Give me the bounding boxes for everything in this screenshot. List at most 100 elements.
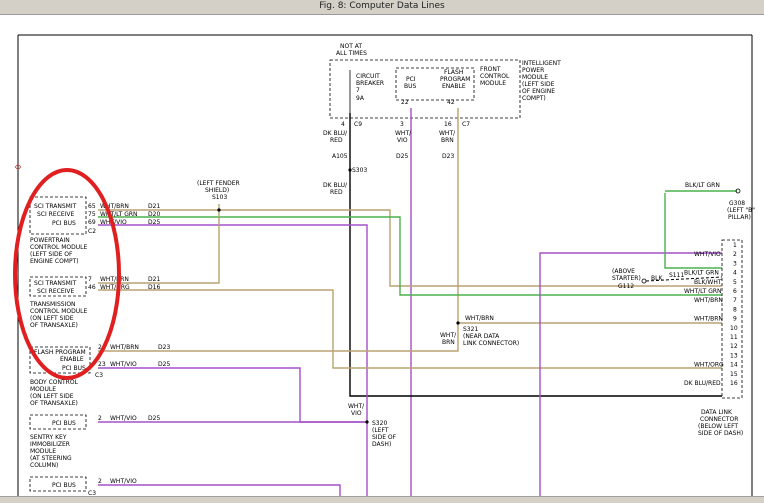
ipm-pin-4: 4 [341,121,345,128]
s320-wire-2: VIO [351,410,362,417]
bcm-code-1: D25 [158,361,170,368]
flash-label-2: PROGRAM [440,76,470,83]
pcm-name-2: CONTROL MODULE [30,244,87,251]
pcm-sci-transmit: SCI TRANSMIT [34,203,77,210]
bcm-code-0: D23 [158,344,170,351]
highlight-ellipse [13,168,121,380]
bcm-name-1: BODY CONTROL [30,379,79,386]
pcm-wire-1: WHT/LT GRN [100,211,138,218]
ipm-title-1: INTELLIGENT [522,60,561,67]
pci-label-1: PCI [406,76,416,83]
skim-name-4: (AT STEERING [30,455,72,462]
ipm-conn-c9: C9 [354,121,362,128]
s321-desc-2: LINK CONNECTOR) [463,340,519,347]
dlc-wire-4: BLK/LT GRN [684,270,719,277]
bcm-name-2: MODULE [30,386,56,393]
window-title: Fig. 8: Computer Data Lines [319,1,445,11]
pcm-pin-69: 69 [88,219,96,226]
ipm-d23-label: D23 [442,153,454,160]
g308-desc-2: PILLAR) [728,214,751,221]
wire-s103-tcm [98,204,220,284]
wht-vio-2: VIO [397,137,408,144]
a105-label: A105 [332,153,348,160]
wire-bcm-pci [98,367,367,423]
dlc-pin-1: 1 [733,242,737,249]
s103-splice [217,208,221,212]
front-label-2: CONTROL [480,73,510,80]
s321-splice [456,321,460,325]
wire-dlc4-ground [664,193,722,269]
g112-desc-2: STARTER) [612,275,641,282]
tcm-name-4: OF TRANSAXLE) [30,322,78,329]
dlc-pin-16: 16 [730,380,738,387]
s321-label: S321 [463,326,478,333]
pcm-name-3: (LEFT SIDE OF [30,251,73,258]
pcm-name-1: POWERTRAIN [30,237,70,244]
tcm-name-2: CONTROL MODULE [30,308,87,315]
ipm-pin-16: 16 [444,121,452,128]
sentry-key-immobilizer-module: PCI BUS 2 WHT/VIO D25 SENTRY KEY IMMOBIL… [29,414,160,469]
dlc-name-3: (BELOW LEFT [698,423,738,430]
s111-label: S111 [669,272,684,279]
skim-wire: WHT/VIO [110,415,137,422]
g112-desc-1: (ABOVE [612,268,635,275]
not-at-all-times-1: NOT AT [340,43,362,50]
front-label-3: MODULE [480,80,506,87]
ipm-d25-label: D25 [396,153,408,160]
dlc-pin-12: 12 [730,343,738,350]
dk-blu-red-4: RED [330,189,343,196]
dlc-pin-5: 5 [733,279,737,286]
flash-label-3: ENABLE [442,83,466,90]
s320-splice [365,420,369,424]
s320-label: S320 [372,420,387,427]
bcm-flash-2: ENABLE [60,356,84,363]
bottom-pin: 2 [98,478,102,485]
powertrain-control-module: SCI TRANSMIT SCI RECEIVE PCI BUS C2 POWE… [29,196,96,265]
bcm-name-4: OF TRANSAXLE) [30,400,78,407]
pcm-wire-0: WHT/BRN [100,203,129,210]
ipm-title-6: COMPT) [522,95,546,102]
g308-ground-icon [735,188,741,194]
dlc-pin-3: 3 [733,260,737,267]
wire-pcm-sci-transmit [98,209,722,287]
dlc-wire-2: WHT/VIO [694,251,721,258]
ipm-pin-42: 42 [447,99,455,106]
pcm-c2: C2 [88,228,96,235]
dlc-pin-4: 4 [733,270,737,277]
bcm-name-3: (ON LEFT SIDE [30,393,74,400]
flash-label-1: FLASH [444,69,463,76]
diagram-canvas: NOT AT ALL TIMES CIRCUIT BREAKER 7 9A PC… [0,15,764,502]
tcm-code-0: D21 [148,276,160,283]
dk-blu-red-2: RED [330,137,343,144]
s321-wire-2: BRN [442,339,455,346]
bcm-flash-1: FLASH PROGRAM [34,349,86,356]
pci-label-2: BUS [404,83,417,90]
dlc-wire-6: WHT/LT GRN [684,288,722,295]
g308-desc-1: (LEFT "B" [727,207,755,214]
breaker-number: 7 [356,87,360,94]
bcm-wire-1: WHT/VIO [110,361,137,368]
dk-blu-red-1: DK BLU/ [323,130,348,137]
dlc-pin-9: 9 [733,316,737,323]
wire-pcm-sci-receive [98,216,722,296]
wire-tcm-sci-receive [98,289,722,369]
dlc-wire-16: DK BLU/RED [684,380,721,387]
body-control-module: FLASH PROGRAM ENABLE PCI BUS C3 BODY CON… [29,346,103,407]
s320-wire-1: WHT/ [348,403,365,410]
tcm-wire-0: WHT/BRN [100,276,129,283]
s320-desc-2: SIDE OF [372,434,397,441]
dlc-name-1: DATA LINK [701,409,733,416]
skim-pci-bus: PCI BUS [52,420,76,427]
dlc-wire-7: WHT/BRN [694,297,723,304]
dlc-pin-8: 8 [733,306,737,313]
pcm-code-1: D20 [148,211,160,218]
status-strip [0,496,764,503]
bcm-c3: C3 [95,372,103,379]
wht-vio-1: WHT/ [395,130,412,137]
wht-brn-1: WHT/ [439,130,456,137]
pcm-name-4: ENGINE COMPT) [30,258,79,265]
skim-name-3: MODULE [30,448,56,455]
frame-marker [14,163,22,171]
